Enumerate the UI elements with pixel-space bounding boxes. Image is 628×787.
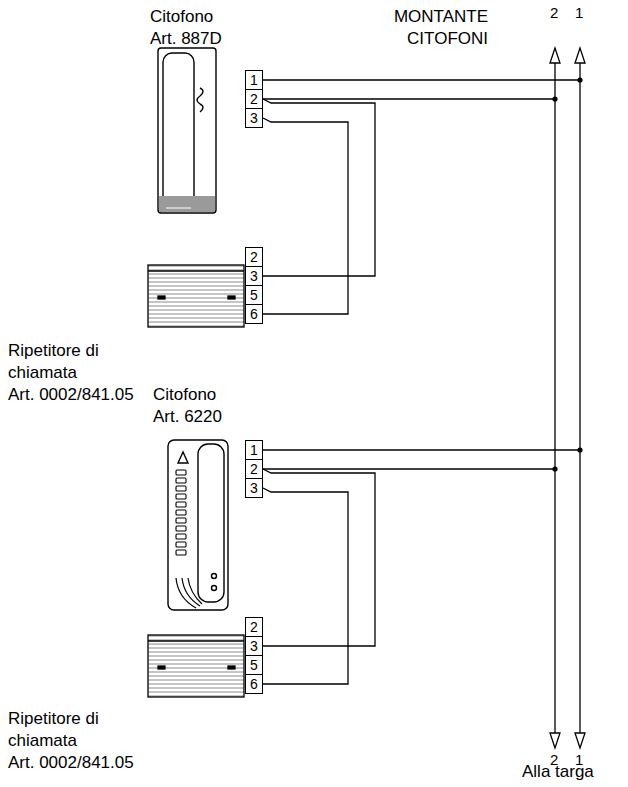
intercom-6220-part-part xyxy=(176,510,186,515)
terminal-number: 5 xyxy=(250,288,258,302)
intercom-6220-part-part xyxy=(176,518,186,523)
intercom-887d-part xyxy=(200,104,203,112)
terminal-number: 6 xyxy=(250,307,258,321)
intercom-887d-part xyxy=(166,208,191,209)
riser-line-part xyxy=(575,48,585,63)
intercom-6220-part-part xyxy=(176,494,186,499)
terminal-number: 3 xyxy=(250,269,258,283)
intercom-6220-part xyxy=(168,440,228,610)
terminal-box: 1 xyxy=(245,440,263,460)
junction-dot xyxy=(552,96,557,101)
intercom-6220-part xyxy=(176,578,202,608)
terminal-box: 1 xyxy=(245,70,263,90)
terminal-number: 2 xyxy=(250,92,258,106)
terminal-box: 3 xyxy=(245,266,263,286)
intercom-6220-part-part xyxy=(176,550,186,555)
terminal-number: 1 xyxy=(250,443,258,457)
call-repeater-part xyxy=(158,666,165,669)
terminal-box: 3 xyxy=(245,478,263,498)
device-label: Citofono Art. 6220 xyxy=(153,384,222,428)
intercom-6220-part xyxy=(176,470,186,555)
terminal-box: 2 xyxy=(245,459,263,479)
junction-dot xyxy=(577,77,582,82)
wire-number: 2 xyxy=(550,4,558,22)
riser-tap-wire xyxy=(263,468,555,469)
terminal-number: 3 xyxy=(250,111,258,125)
riser-tap-wire xyxy=(263,79,580,80)
intercom-6220-part xyxy=(178,452,188,463)
connection-wire xyxy=(263,469,375,646)
connection-wire xyxy=(263,99,375,276)
terminal-box: 6 xyxy=(245,304,263,324)
intercom-6220-part-part xyxy=(176,526,186,531)
intercom-6220-part xyxy=(198,444,224,602)
intercom-887d-part xyxy=(159,196,215,212)
connection-wire xyxy=(263,118,348,314)
connection-wire xyxy=(263,488,348,684)
intercom-6220-part-part xyxy=(176,542,186,547)
call-repeater-part xyxy=(148,640,244,641)
destination-label: Alla targa xyxy=(522,761,594,783)
terminal-number: 2 xyxy=(250,620,258,634)
riser-tap-wire xyxy=(263,98,555,99)
junction-dot xyxy=(577,447,582,452)
riser-line xyxy=(550,48,585,748)
terminal-number: 3 xyxy=(250,481,258,495)
terminal-box: 2 xyxy=(245,89,263,109)
terminal-number: 3 xyxy=(250,639,258,653)
call-repeater-part xyxy=(228,666,235,669)
call-repeater-part xyxy=(158,296,165,299)
device-label: Citofono Art. 887D xyxy=(150,6,222,50)
riser-line-part xyxy=(575,733,585,748)
riser-label: MONTANTE CITOFONI xyxy=(394,6,488,50)
terminal-box: 3 xyxy=(245,636,263,656)
intercom-6220-part-part xyxy=(176,486,186,491)
intercom-887d xyxy=(158,48,216,213)
intercom-6220 xyxy=(168,440,228,610)
terminal-number: 1 xyxy=(250,73,258,87)
riser-line-part xyxy=(579,62,580,734)
device-label: Ripetitore di chiamata Art. 0002/841.05 xyxy=(8,708,134,774)
call-repeater-part xyxy=(228,296,235,299)
intercom-6220-part-part xyxy=(176,502,186,507)
call-repeater-part xyxy=(148,270,244,271)
call-repeater xyxy=(148,265,244,327)
junction-dot xyxy=(552,466,557,471)
intercom-6220-part-part xyxy=(176,478,186,483)
terminal-box: 2 xyxy=(245,617,263,637)
riser-line-part xyxy=(550,733,560,748)
terminal-box: 5 xyxy=(245,285,263,305)
intercom-887d-part xyxy=(163,53,194,208)
call-repeater-part xyxy=(148,265,244,327)
intercom-6220-part-part xyxy=(176,470,186,475)
wire-number: 1 xyxy=(575,4,583,22)
call-repeater-part xyxy=(148,635,244,697)
call-repeater xyxy=(148,635,244,697)
terminal-number: 6 xyxy=(250,677,258,691)
intercom-6220-part xyxy=(212,586,217,591)
terminal-box: 5 xyxy=(245,655,263,675)
intercom-887d-part xyxy=(197,88,203,104)
terminal-number: 2 xyxy=(250,250,258,264)
terminal-box: 3 xyxy=(245,108,263,128)
riser-tap-wire xyxy=(263,449,580,450)
riser-line-part xyxy=(554,62,555,734)
intercom-887d-part xyxy=(158,48,216,213)
terminal-box: 2 xyxy=(245,247,263,267)
device-label: Ripetitore di chiamata Art. 0002/841.05 xyxy=(8,340,134,406)
intercom-6220-part xyxy=(212,574,217,579)
intercom-6220-part-part xyxy=(176,534,186,539)
terminal-box: 6 xyxy=(245,674,263,694)
terminal-number: 5 xyxy=(250,658,258,672)
terminal-number: 2 xyxy=(250,462,258,476)
riser-line-part xyxy=(550,48,560,63)
